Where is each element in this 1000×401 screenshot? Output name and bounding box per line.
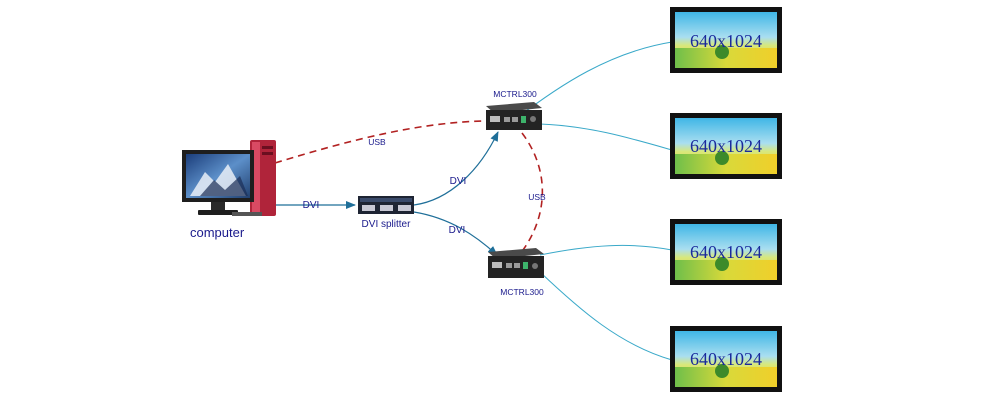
led-display-panel-icon-2: 640x1024 <box>670 113 782 179</box>
screen-resolution-label-1: 640x1024 <box>690 31 762 51</box>
usb-label-between-controllers: USB <box>528 192 546 202</box>
dvi-label-computer-splitter: DVI <box>303 200 320 211</box>
screen-resolution-label-4: 640x1024 <box>690 349 762 369</box>
controller-box-icon-top <box>486 102 542 130</box>
controller-box-icon-bottom <box>488 248 544 278</box>
display-cable-4 <box>539 271 673 361</box>
screen-resolution-label-2: 640x1024 <box>690 136 762 156</box>
dvi-splitter-device-icon <box>358 196 414 214</box>
dvi-cables <box>275 131 499 256</box>
usb-label-computer-controller: USB <box>368 137 386 147</box>
splitter-label: DVI splitter <box>362 219 412 230</box>
dvi-arrow-splitter-bottom <box>413 211 498 256</box>
dvi-label-splitter-top: DVI <box>450 176 467 187</box>
display-cable-1 <box>516 41 673 119</box>
usb-cable-between-controllers <box>521 132 544 251</box>
led-display-panel-icon-1: 640x1024 <box>670 7 782 73</box>
screen-resolution-label-3: 640x1024 <box>690 242 762 262</box>
controller-bottom-label: MCTRL300 <box>500 287 544 297</box>
display-cable-2 <box>539 123 673 151</box>
dvi-label-splitter-bottom: DVI <box>449 225 466 236</box>
controller-top-label: MCTRL300 <box>493 89 537 99</box>
led-display-panel-icon-4: 640x1024 <box>670 326 782 392</box>
dvi-arrow-splitter-top <box>413 131 499 206</box>
display-cable-3 <box>539 244 673 256</box>
computer-label: computer <box>190 225 245 240</box>
usb-cables <box>274 120 544 251</box>
led-display-panel-icon-3: 640x1024 <box>670 219 782 285</box>
desktop-computer-icon <box>182 140 276 216</box>
usb-cable-computer-controller <box>274 120 487 164</box>
